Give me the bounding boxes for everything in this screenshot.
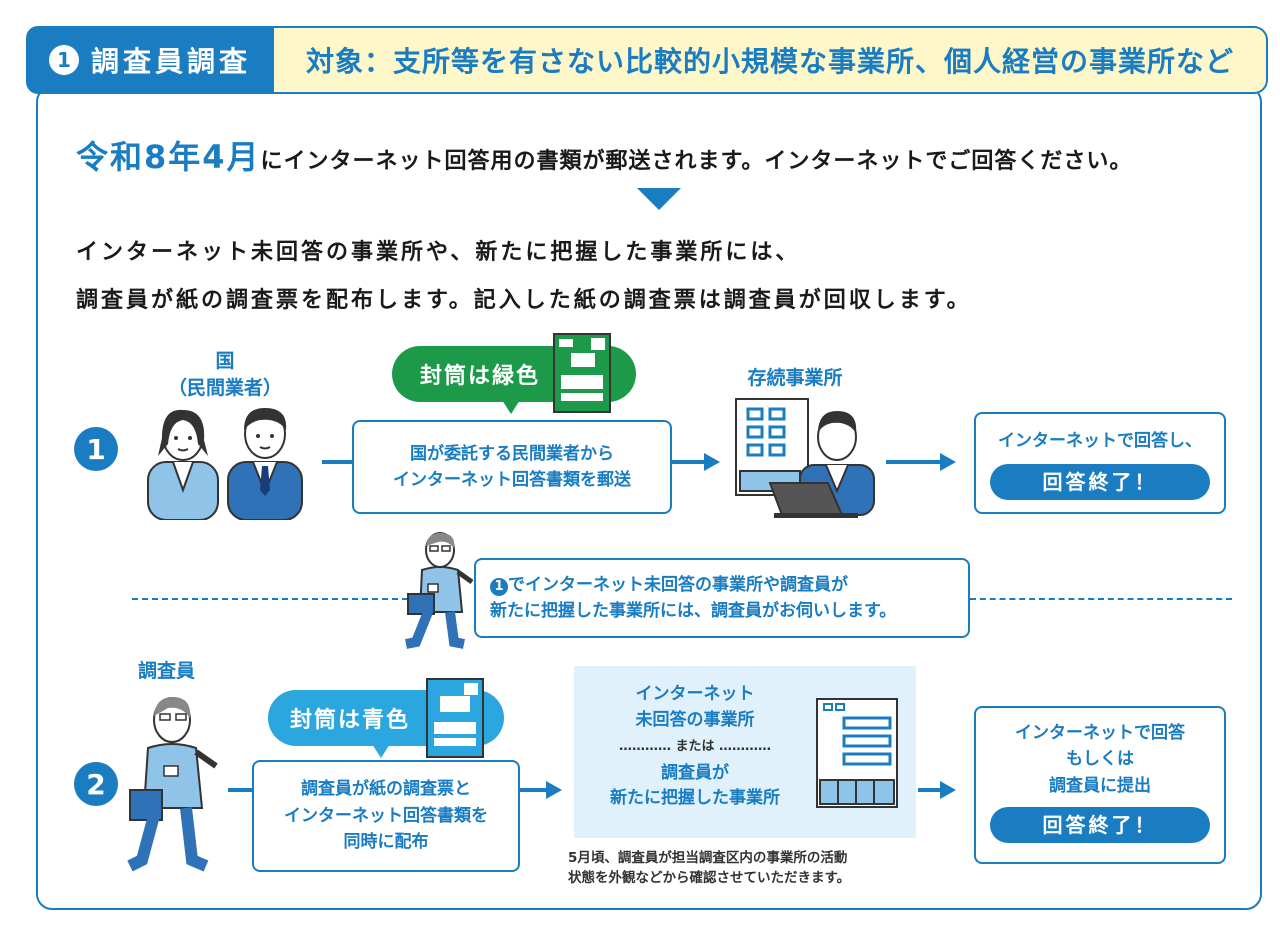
divider-dashed-right: [970, 598, 1232, 600]
down-arrow-icon: [637, 188, 681, 210]
connector-line: [228, 788, 252, 792]
flow2-target-line1: インターネット: [635, 684, 755, 704]
bubble-tail: [502, 400, 520, 414]
intro-date: 令和8年4月: [76, 138, 261, 176]
flow2-result-line3: 調査員に提出: [1049, 775, 1151, 796]
flow1-action-line2: インターネット回答書類を郵送: [393, 470, 631, 490]
flow2-result-line1: インターネットで回答: [1015, 723, 1185, 743]
investigator-with-bag-icon: [127, 696, 218, 872]
flow2-action-line2: インターネット回答書類を: [284, 805, 488, 826]
header-title: 調査員調査: [90, 45, 251, 78]
intro: 令和8年4月にインターネット回答用の書類が郵送されます。インターネットでご回答く…: [76, 132, 1236, 178]
flow2-note-line2: 状態を外観などから確認させていただきます。: [568, 870, 851, 887]
flow2-action-line1: 調査員が紙の調査票と: [301, 779, 471, 800]
arrow-line: [520, 788, 550, 792]
header-title-block: 1 調査員調査: [26, 26, 274, 94]
intro-text: にインターネット回答用の書類が郵送されます。インターネットでご回答ください。: [260, 149, 1133, 174]
arrow-right-icon: [940, 781, 956, 799]
target-label-1: 存続事業所: [747, 367, 843, 389]
actor-label-1-line1: 国: [215, 350, 235, 372]
actor-label-1-line2: （民間業者）: [167, 376, 282, 399]
flow2-target-line3: 調査員が: [661, 762, 729, 783]
walking-investigator-icon: [405, 532, 474, 649]
connector-line: [322, 460, 352, 464]
envelope-label-blue-text: 封筒は青色: [290, 708, 411, 733]
header-badge: 1: [48, 45, 79, 75]
arrow-line: [886, 460, 942, 464]
flow2-target-text: インターネット 未回答の事業所 ………… または ………… 調査員が 新たに把握…: [584, 682, 806, 812]
header-target: 対象：支所等を有さない比較的小規模な事業所、個人経営の事業所など: [305, 45, 1234, 78]
step-number-1: 1: [74, 427, 118, 471]
lead-line-1: インターネット未回答の事業所や、新たに把握した事業所には、: [76, 240, 801, 265]
flow1-action-line1: 国が委託する民間業者から: [410, 443, 614, 464]
arrow-line: [918, 788, 942, 792]
middle-line1-text: でインターネット未回答の事業所や調査員が: [508, 574, 848, 595]
flow2-target-or-text: または: [675, 739, 715, 754]
actor-label-2: 調査員: [138, 660, 196, 682]
arrow-right-icon: [546, 781, 562, 799]
middle-badge: 1: [490, 577, 508, 596]
flow2-result-line2: もしくは: [1066, 749, 1134, 770]
office-building-icon: [816, 698, 898, 808]
flow1-result-line1: インターネットで回答し、: [998, 431, 1202, 451]
arrow-line: [672, 460, 708, 464]
flow1-done-badge: 回答終了！: [990, 464, 1210, 501]
lead-line-2: 調査員が紙の調査票を配布します。記入した紙の調査票は調査員が回収します。: [76, 288, 972, 313]
flow2-target-or: ………… または …………: [618, 739, 772, 754]
flow2-result-box: インターネットで回答 もしくは 調査員に提出 回答終了！: [974, 706, 1226, 864]
flow2-done-badge: 回答終了！: [990, 807, 1210, 844]
green-envelope-icon: [553, 333, 611, 413]
flow1-result-box: インターネットで回答し、 回答終了！: [974, 412, 1226, 514]
arrow-right-icon: [704, 453, 720, 471]
flow2-target-line4: 新たに把握した事業所: [610, 788, 780, 808]
bubble-tail: [372, 744, 390, 758]
step-number-2: 2: [74, 762, 118, 806]
envelope-label-green-text: 封筒は緑色: [420, 364, 541, 389]
flow2-note: 5月頃、調査員が担当調査区内の事業所の活動 状態を外観などから確認させていただき…: [568, 848, 928, 889]
office-worker-icon: [735, 398, 875, 518]
middle-line2: 新たに把握した事業所には、調査員がお伺いします。: [490, 601, 897, 621]
divider-dashed-left: [132, 598, 408, 600]
flow2-action-box: 調査員が紙の調査票と インターネット回答書類を 同時に配布: [252, 760, 520, 872]
blue-envelope-icon: [426, 678, 484, 758]
flow2-action-line3: 同時に配布: [343, 832, 429, 853]
flow1-action-box: 国が委託する民間業者から インターネット回答書類を郵送: [352, 420, 672, 514]
business-people-icon: [147, 408, 303, 520]
header-target-block: 対象：支所等を有さない比較的小規模な事業所、個人経営の事業所など: [274, 26, 1268, 94]
actor-label-1: 国 （民間業者）: [150, 348, 300, 401]
flow2-note-line1: 5月頃、調査員が担当調査区内の事業所の活動: [568, 850, 848, 866]
arrow-right-icon: [940, 453, 956, 471]
flow2-target-line2: 未回答の事業所: [635, 709, 755, 730]
